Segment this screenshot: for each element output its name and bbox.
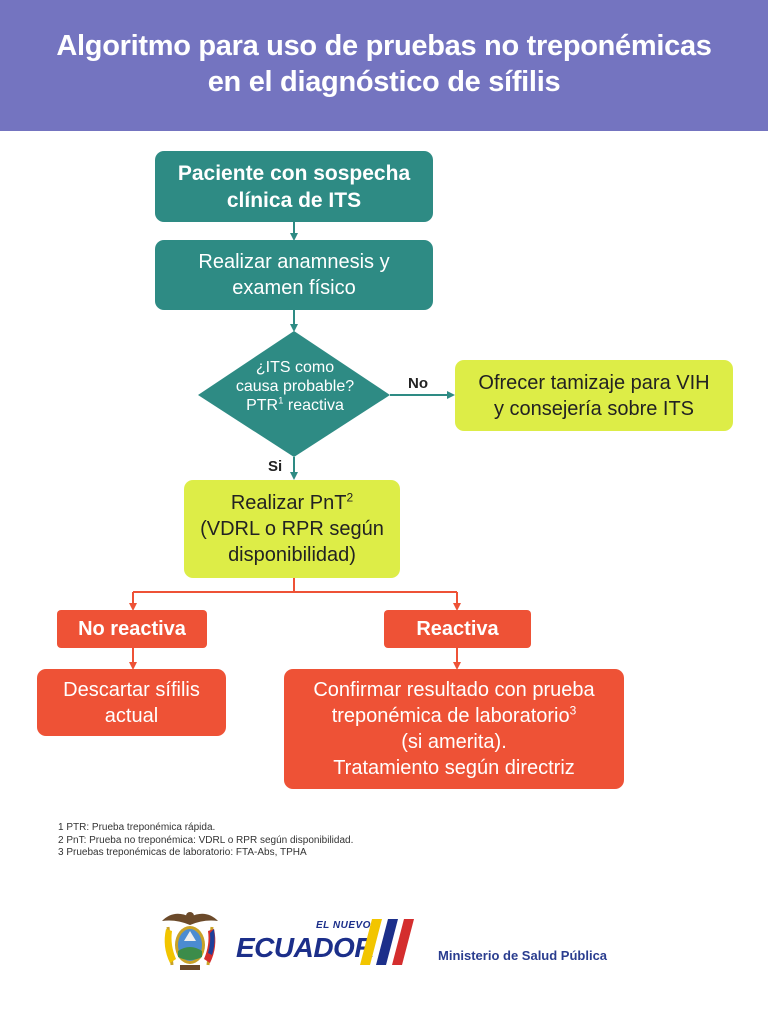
node-no-reactiva: No reactiva bbox=[57, 610, 207, 648]
edge-label-si: Si bbox=[268, 458, 283, 475]
node-pnt-line-1: Realizar PnT2 bbox=[230, 490, 354, 514]
footnote-2: 2 PnT: Prueba no treponémica: VDRL o RPR… bbox=[58, 834, 354, 846]
node-descartar: Descartar sífilis actual bbox=[37, 669, 226, 736]
page-title: Algoritmo para uso de pruebas no treponé… bbox=[0, 28, 768, 100]
node-no-reactiva-label: No reactiva bbox=[78, 617, 186, 640]
node-start-line-2: clínica de ITS bbox=[226, 188, 362, 212]
node-pnt-line-3: disponibilidad) bbox=[228, 544, 356, 566]
node-anamnesis-line-2: examen físico bbox=[232, 277, 356, 299]
node-anamnesis-line-1: Realizar anamnesis y bbox=[198, 251, 390, 273]
footnotes: 1 PTR: Prueba treponémica rápida. 2 PnT:… bbox=[58, 822, 353, 860]
node-decision-line-2: causa probable? bbox=[235, 378, 355, 395]
node-descartar-line-1: Descartar sífilis bbox=[63, 678, 200, 701]
node-decision-text: ¿ITS como causa probable? PTR1 reactiva bbox=[210, 358, 380, 415]
node-no-branch: Ofrecer tamizaje para VIH y consejería s… bbox=[455, 360, 733, 431]
coat-of-arms-logo bbox=[162, 912, 218, 970]
node-confirmar-line-3: (si amerita). bbox=[401, 731, 507, 753]
edge-label-no: No bbox=[408, 375, 428, 392]
footnote-3: 3 Pruebas treponémicas de laboratorio: F… bbox=[58, 847, 307, 858]
node-reactiva-label: Reactiva bbox=[416, 617, 499, 640]
node-decision-line-1: ¿ITS como bbox=[255, 359, 335, 376]
title-line-1: Algoritmo para uso de pruebas no treponé… bbox=[56, 30, 712, 62]
node-no-branch-line-2: y consejería sobre ITS bbox=[493, 397, 695, 420]
node-start: Paciente con sospecha clínica de ITS bbox=[155, 151, 433, 222]
node-confirmar-line-2: treponémica de laboratorio3 bbox=[331, 703, 577, 727]
node-descartar-line-2: actual bbox=[104, 704, 159, 727]
node-reactiva: Reactiva bbox=[384, 610, 531, 648]
title-line-2: en el diagnóstico de sífilis bbox=[207, 66, 561, 98]
node-confirmar-line-4: Tratamiento según directriz bbox=[333, 757, 575, 779]
footnote-1: 1 PTR: Prueba treponémica rápida. bbox=[58, 822, 216, 833]
node-start-line-1: Paciente con sospecha bbox=[177, 161, 411, 185]
logo-brand-small: EL NUEVO bbox=[316, 920, 371, 931]
node-decision-line-3: PTR1 reactiva bbox=[246, 395, 344, 414]
node-anamnesis: Realizar anamnesis y examen físico bbox=[155, 240, 433, 310]
split-connector bbox=[133, 578, 295, 593]
ministry-name: Ministerio de Salud Pública bbox=[438, 948, 608, 963]
node-confirmar: Confirmar resultado con prueba treponémi… bbox=[284, 669, 624, 789]
node-confirmar-line-1: Confirmar resultado con prueba bbox=[313, 679, 595, 701]
el-nuevo-ecuador-logo: EL NUEVO ECUADOR bbox=[236, 917, 426, 973]
node-pnt-line-2: (VDRL o RPR según bbox=[200, 518, 384, 540]
node-no-branch-line-1: Ofrecer tamizaje para VIH bbox=[478, 371, 710, 394]
logo-brand-main: ECUADOR bbox=[236, 932, 375, 963]
flag-stripes-icon bbox=[360, 919, 414, 965]
header-banner: Algoritmo para uso de pruebas no treponé… bbox=[0, 0, 768, 131]
node-pnt: Realizar PnT2 (VDRL o RPR según disponib… bbox=[184, 480, 400, 578]
